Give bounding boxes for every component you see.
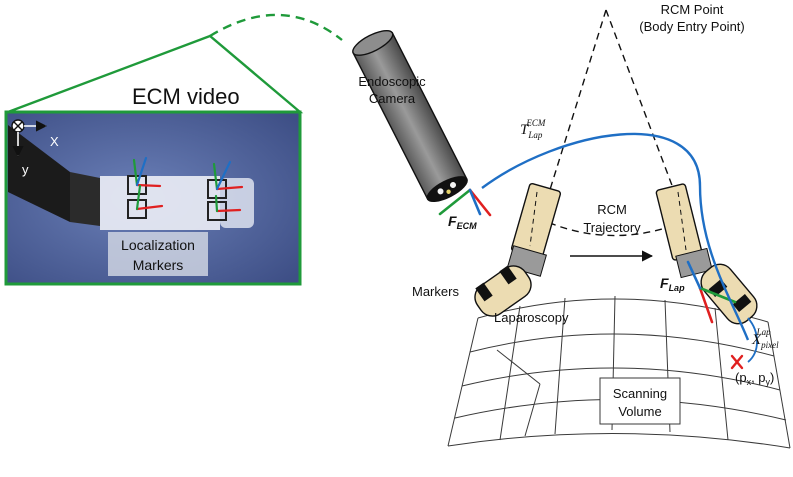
ecm-frame-label: FECM [448, 213, 477, 231]
pixel-point-label: XpixelLap [751, 327, 779, 350]
video-axis-x-label: X [50, 134, 59, 149]
endoscopic-camera [352, 29, 468, 203]
scanning-volume-label: Scanning [613, 386, 667, 401]
camera-cable-dashed [209, 13, 343, 41]
video-axis-y-label: y [22, 162, 29, 177]
ecm-video-title: ECM video [132, 84, 240, 109]
endoscopic-camera-label: Endoscopic [358, 74, 426, 89]
markers-label: Markers [412, 284, 459, 299]
rcm-point-label-2: (Body Entry Point) [639, 19, 745, 34]
transform-curve [481, 132, 750, 341]
laparoscope-right [655, 183, 758, 325]
rcm-trajectory-label-2: Trajectory [583, 220, 641, 235]
scanning-volume-wireframe [447, 295, 791, 449]
pixel-ray-curve [747, 317, 758, 363]
pixel-target-cross [730, 354, 744, 370]
transform-label: TLapECM [520, 118, 546, 140]
localization-markers-label: Localization [121, 237, 195, 253]
endoscopic-camera-label-2: Camera [369, 91, 416, 106]
scanning-volume-label-2: Volume [618, 404, 661, 419]
pixel-coord-label: (px, py) [735, 370, 774, 387]
ecm-video-panel [4, 110, 302, 286]
localization-markers-label-2: Markers [133, 257, 184, 273]
rcm-point-label: RCM Point [661, 2, 724, 17]
scanning-volume-box [599, 377, 681, 425]
laparoscopy-label: Laparoscopy [494, 310, 569, 325]
lap-frame-label: FLap [660, 275, 685, 293]
laparoscope-left [474, 182, 562, 317]
ecm-frame-axes [438, 188, 492, 217]
rcm-trajectory-label: RCM [597, 202, 627, 217]
